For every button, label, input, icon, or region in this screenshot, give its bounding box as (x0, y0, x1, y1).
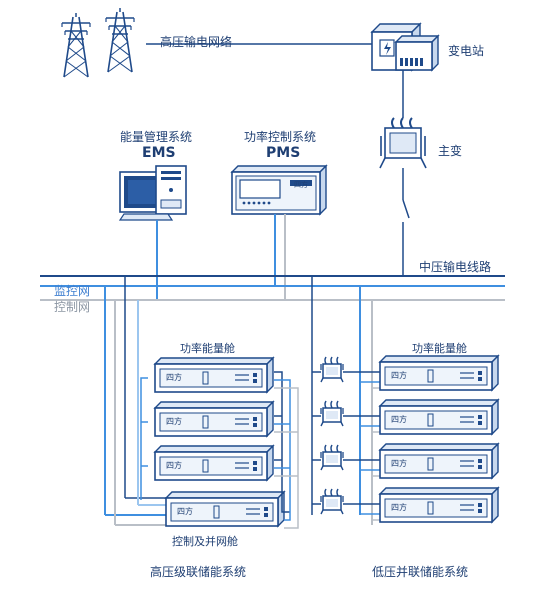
small-transformer-icon (320, 444, 344, 471)
pms-brand: 四方 (294, 181, 308, 189)
control-cabin-label: 控制及并网舱 (172, 535, 238, 548)
pms-rack-icon (230, 164, 328, 216)
small-transformer-icon (320, 488, 344, 515)
right-cabin-label: 功率能量舱 (412, 342, 467, 355)
mv-line-label: 中压输电线路 (419, 260, 492, 274)
left-cabin-label: 功率能量舱 (180, 342, 235, 355)
pms-abbr: PMS (266, 145, 301, 161)
pylon-icon (61, 12, 91, 78)
cabin-brand: 四方 (391, 415, 407, 424)
substation-icon (370, 22, 440, 72)
cabin-brand: 四方 (166, 373, 182, 382)
substation-label: 变电站 (448, 44, 485, 58)
switch-icon (402, 199, 410, 219)
cabin-brand: 四方 (391, 371, 407, 380)
cabin-brand: 四方 (391, 503, 407, 512)
ems-abbr: EMS (142, 145, 176, 161)
cabin-brand: 四方 (166, 461, 182, 470)
ems-computer-icon (118, 165, 187, 221)
small-transformer-icon (320, 400, 344, 427)
pms-title: 功率控制系统 (244, 130, 317, 144)
small-transformer-icon (320, 356, 344, 383)
transformer-label: 主变 (438, 144, 463, 158)
control-net-label: 控制网 (54, 300, 91, 314)
grid-label: 高压输电网络 (160, 35, 233, 49)
pylon-icon (105, 7, 135, 73)
cabin-brand: 四方 (177, 507, 193, 516)
main-transformer-icon (379, 117, 427, 169)
ems-title: 能量管理系统 (120, 130, 193, 144)
cabin-brand: 四方 (391, 459, 407, 468)
monitor-net-label: 监控网 (54, 284, 91, 298)
right-system-label: 低压并联储能系统 (372, 565, 469, 579)
left-system-label: 高压级联储能系统 (150, 565, 247, 579)
cabin-brand: 四方 (166, 417, 182, 426)
